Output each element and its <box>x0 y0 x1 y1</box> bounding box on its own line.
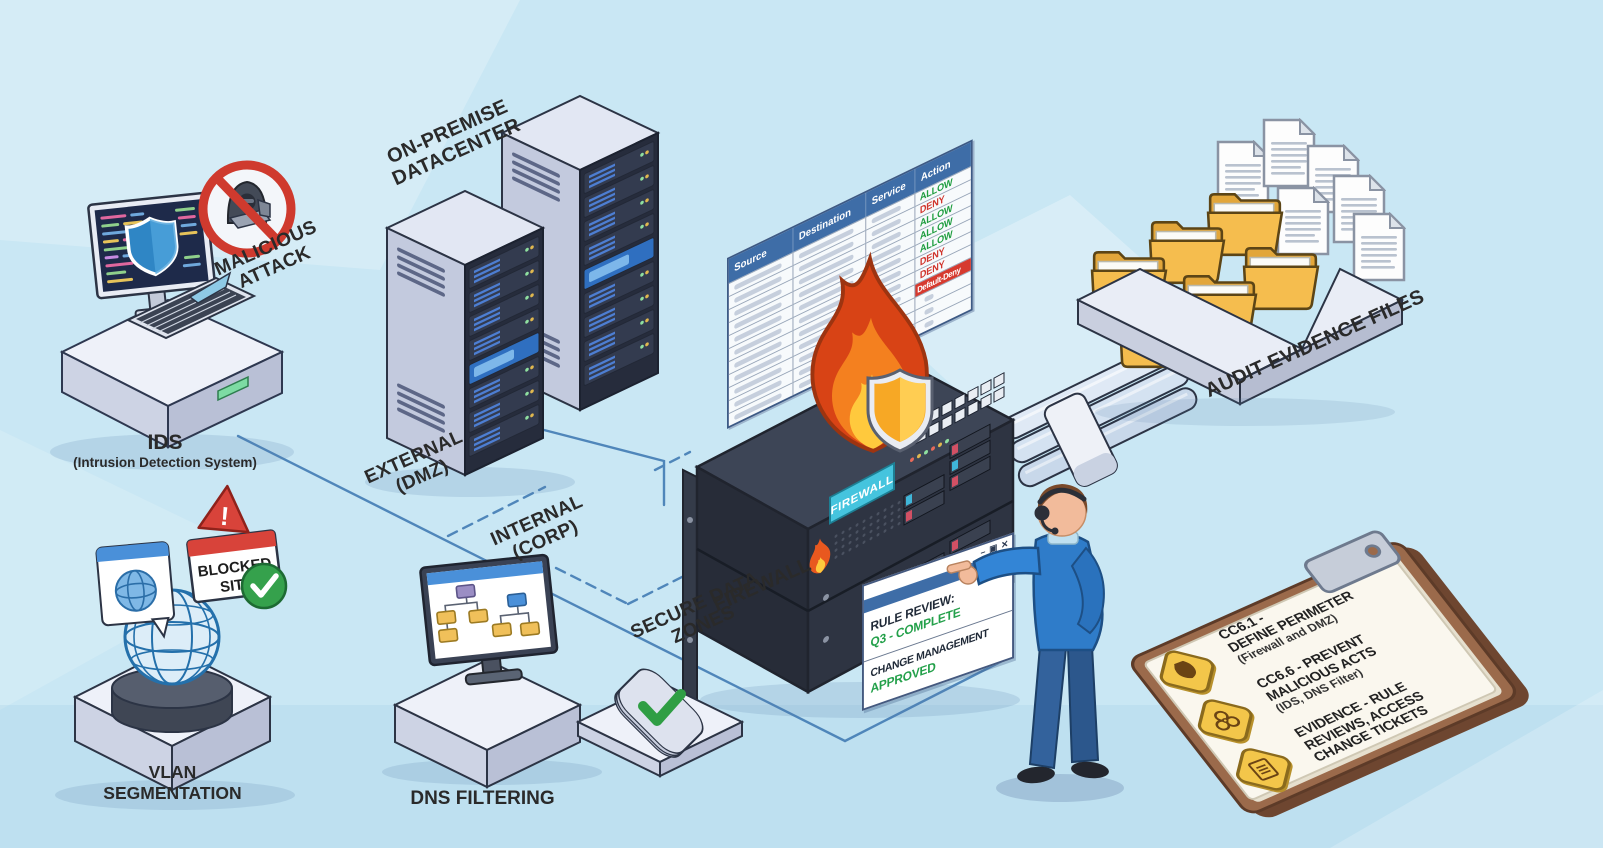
folder-icon <box>1148 221 1226 285</box>
clipboard-item-cc66: CC6.6 - PREVENT MALICIOUS ACTS (IDS, DNS… <box>1190 632 1391 748</box>
folder-icon <box>1206 193 1284 257</box>
folder-icon <box>1180 275 1258 339</box>
port-grid <box>915 372 1005 445</box>
document-icon <box>1216 140 1270 210</box>
warning-triangle-icon: ! <box>197 484 250 534</box>
folder-icon <box>1118 305 1196 369</box>
compliance-clipboard: CC6.1 - DEFINE PERIMETER (Firewall and D… <box>1125 527 1536 823</box>
dns-monitor-icon <box>419 553 559 686</box>
dns-station <box>382 553 602 789</box>
ids-label: IDS (Intrusion Detection System) <box>73 431 257 471</box>
firewall-sticker-label: FIREWALL <box>831 471 894 517</box>
svg-text:!: ! <box>219 501 230 532</box>
biohazard-badge-icon <box>1196 697 1255 744</box>
internal-corp-label: INTERNAL(CORP) <box>487 491 587 564</box>
rule-review-window: – ▣ ✕ RULE REVIEW: Q3 - COMPLETE CHANGE … <box>862 532 1014 711</box>
firewall-sticker <box>829 461 895 525</box>
ids-workstation <box>50 191 294 470</box>
server-rack-front <box>365 189 575 497</box>
status-led <box>217 375 249 402</box>
shield-icon <box>124 216 179 277</box>
allowed-check-icon <box>240 562 288 610</box>
document-icon <box>1352 212 1406 282</box>
flame-badge-icon <box>1157 648 1217 695</box>
blocked-sign-line1: BLOCKED <box>197 555 273 581</box>
clipboard-item-cc61: CC6.1 - DEFINE PERIMETER (Firewall and D… <box>1152 579 1368 699</box>
clipboard-item-evidence: EVIDENCE - RULE REVIEWS, ACCESS CHANGE T… <box>1228 679 1438 797</box>
document-icon <box>1262 118 1316 188</box>
shield-icon <box>866 368 934 453</box>
folder-icon <box>1242 247 1320 311</box>
dns-tree-diagram <box>444 597 531 630</box>
document-icon <box>1306 144 1360 214</box>
blocked-sign-line2: SITE <box>219 575 254 596</box>
server-rack-back <box>499 94 661 412</box>
check-icon <box>638 689 686 726</box>
ticket-badge-icon <box>1234 746 1293 793</box>
evidence-pipes <box>1001 339 1198 488</box>
document-icon <box>1332 174 1386 244</box>
audit-evidence-label: AUDIT EVIDENCE FILES <box>1202 285 1428 403</box>
approval-token <box>575 668 745 778</box>
blocked-site-sign: BLOCKED SITE <box>186 529 283 604</box>
globe-icon <box>123 588 221 686</box>
dns-filtering-label: DNS FILTERING <box>410 788 555 809</box>
headset-icon <box>1034 487 1087 535</box>
minimize-icon: – <box>980 546 986 558</box>
external-dmz-label: EXTERNAL(DMZ) <box>361 426 466 498</box>
browser-window-icon <box>95 541 176 639</box>
ids-monitor-icon <box>87 191 217 321</box>
hacker-icon <box>226 180 272 229</box>
document-icon <box>1276 186 1330 256</box>
close-icon: ✕ <box>1001 537 1009 551</box>
folder-icon <box>1090 251 1168 315</box>
